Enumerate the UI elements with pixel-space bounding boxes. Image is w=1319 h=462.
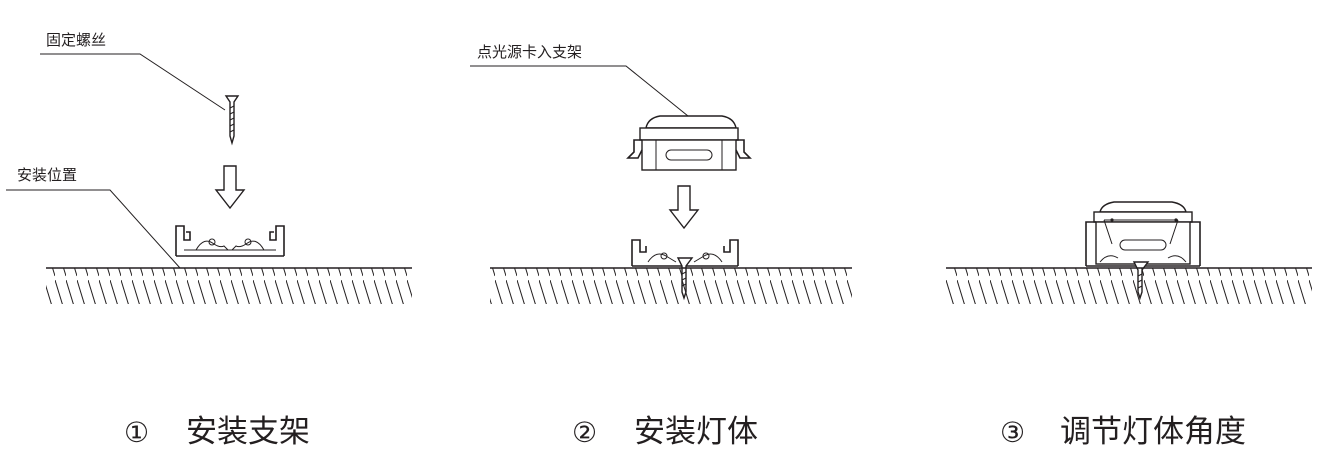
- step-number: ③: [1000, 416, 1025, 449]
- callout-fixing-screw: 固定螺丝: [40, 31, 226, 111]
- callout-clip-into-bracket: 点光源卡入支架: [470, 43, 689, 117]
- step-caption-1: ① 安装支架: [124, 414, 310, 450]
- callout-mounting-position: 安装位置: [6, 166, 181, 269]
- panel-step-1: 固定螺丝 安装位置: [6, 31, 412, 304]
- leader-line: [6, 189, 181, 269]
- step-caption-2: ② 安装灯体: [572, 414, 758, 450]
- step-title: 安装灯体: [634, 414, 758, 450]
- step-title: 安装支架: [186, 414, 310, 450]
- bracket: [631, 239, 739, 267]
- callout-mounting-position-label: 安装位置: [17, 166, 77, 184]
- step-number: ②: [572, 416, 597, 449]
- leader-line: [470, 65, 689, 117]
- lamp-body: [1085, 201, 1201, 267]
- step-title: 调节灯体角度: [1060, 414, 1246, 450]
- callout-clip-into-bracket-label: 点光源卡入支架: [477, 43, 582, 61]
- ground: [490, 267, 852, 304]
- ground: [46, 267, 412, 304]
- ground: [946, 267, 1312, 304]
- panel-step-2: 点光源卡入支架: [470, 43, 852, 304]
- step-number: ①: [124, 416, 149, 449]
- panel-step-3: [946, 201, 1312, 304]
- step-caption-3: ③ 调节灯体角度: [1000, 414, 1246, 450]
- down-arrow-icon: [668, 185, 700, 230]
- leader-line: [40, 53, 226, 111]
- down-arrow-icon: [214, 165, 246, 210]
- screw-icon: [224, 95, 240, 146]
- lamp-body: [626, 115, 752, 171]
- callout-fixing-screw-label: 固定螺丝: [46, 31, 106, 49]
- bracket: [175, 225, 285, 257]
